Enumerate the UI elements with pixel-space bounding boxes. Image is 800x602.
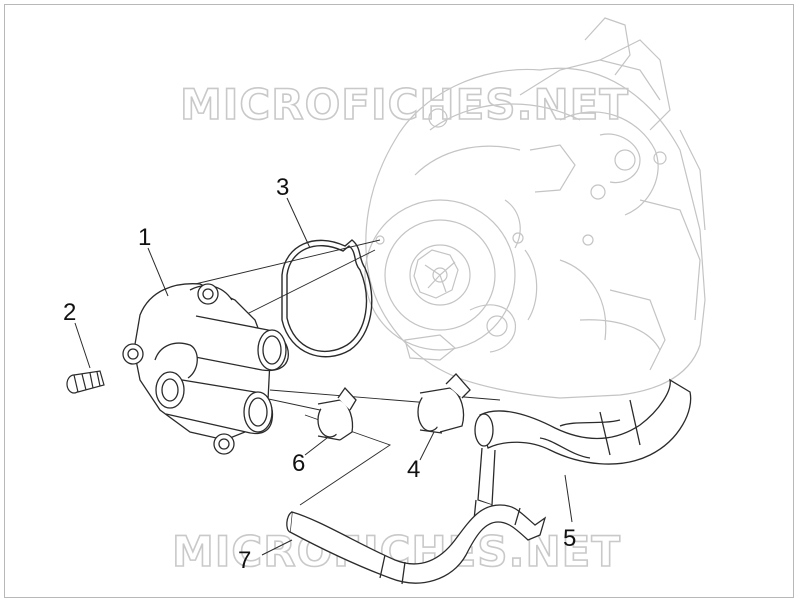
callout-5: 5 — [563, 525, 576, 552]
callout-2: 2 — [63, 299, 76, 326]
part-1-pump-cover — [122, 283, 289, 455]
diagram-frame — [4, 4, 794, 598]
callout-numbers: 1 2 3 4 5 6 7 — [63, 174, 576, 574]
part-5-coolant-hose — [473, 378, 692, 523]
callout-1: 1 — [138, 224, 151, 251]
engine-block-ghost — [364, 17, 706, 399]
part-3-o-ring — [281, 239, 373, 358]
part-4-hose-clamp — [417, 373, 471, 434]
callout-6: 6 — [292, 450, 305, 477]
callout-3: 3 — [276, 174, 289, 201]
part-7-bypass-hose — [286, 504, 547, 585]
watermark-top: MICROFICHES.NET — [180, 80, 629, 129]
callout-4: 4 — [407, 456, 420, 483]
part-6-hose-clamp — [317, 386, 357, 441]
callout-7: 7 — [238, 547, 251, 574]
part-2-screw — [66, 370, 105, 394]
callout-leaders — [74, 197, 573, 556]
